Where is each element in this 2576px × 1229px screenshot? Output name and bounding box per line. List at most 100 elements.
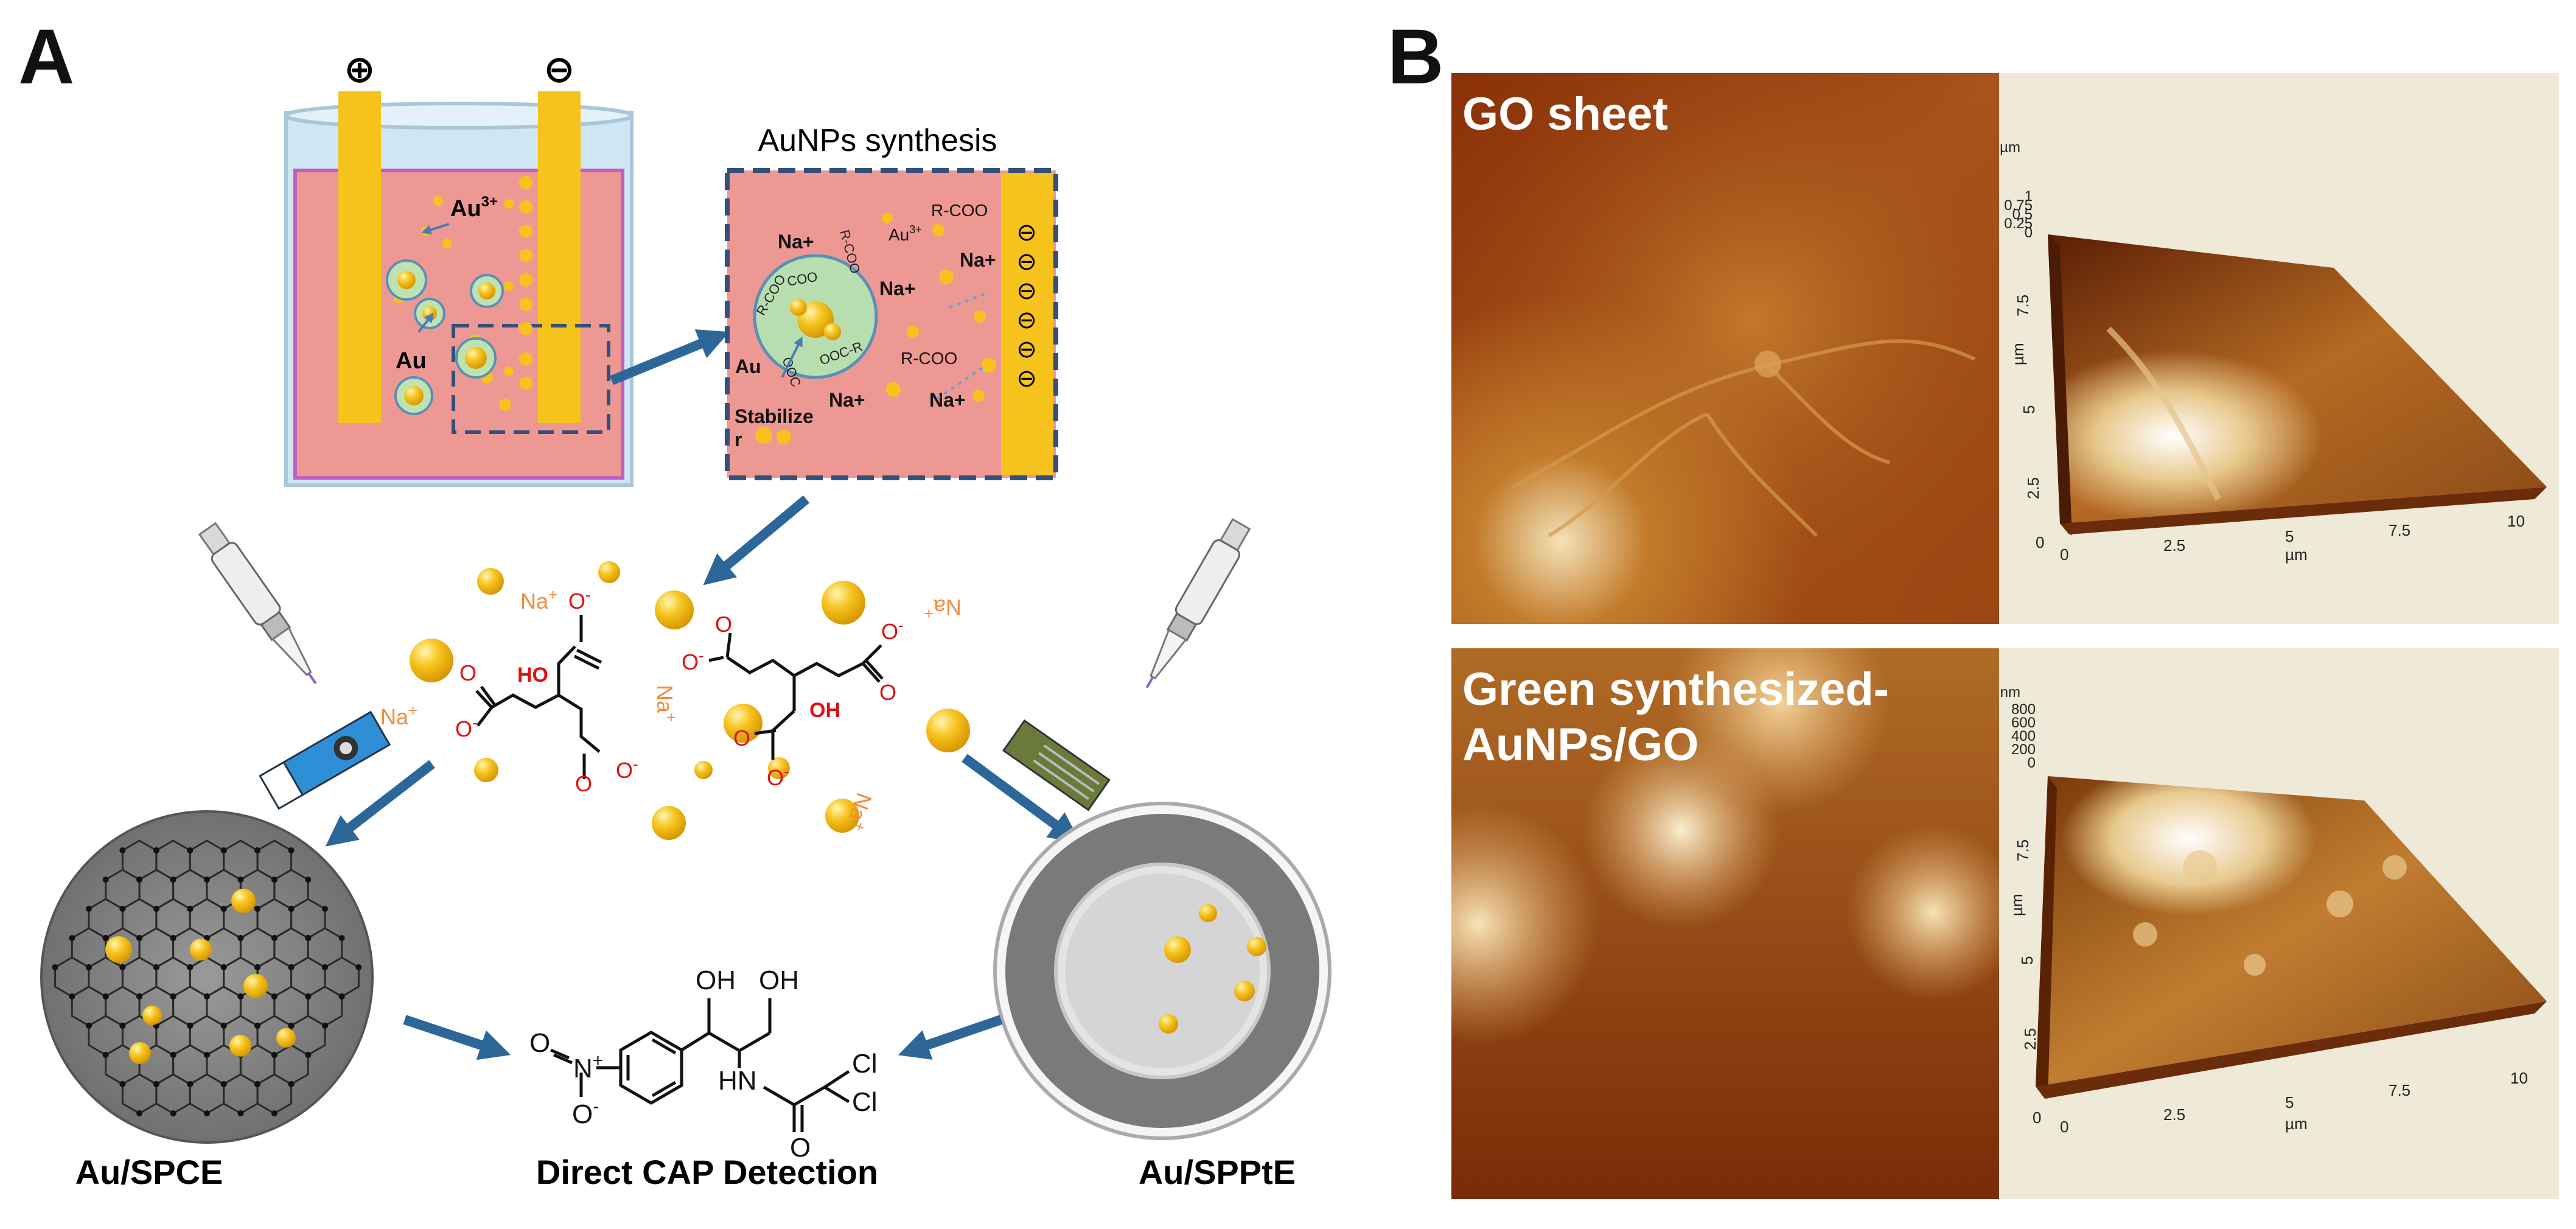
lattice-atom xyxy=(220,1023,227,1029)
svg-text:5: 5 xyxy=(2020,405,2038,414)
panel-a-letter: A xyxy=(18,13,75,100)
svg-text:HN: HN xyxy=(718,1066,757,1096)
lattice-atom xyxy=(305,1052,312,1058)
au-sppte-label: Au/SPPtE xyxy=(1139,1153,1296,1191)
gold-ion-label: Au3+ xyxy=(888,223,922,244)
zoom-arrow xyxy=(609,329,730,385)
svg-text:R-COO: R-COO xyxy=(901,349,957,368)
lattice-atom xyxy=(136,877,143,883)
deposited-particles xyxy=(394,176,532,411)
svg-text:O: O xyxy=(790,1133,811,1163)
lattice-atom xyxy=(153,1081,159,1087)
carboxylate-label: R-COO xyxy=(931,201,988,220)
lattice-atom xyxy=(338,935,345,941)
lattice-atom xyxy=(220,964,227,970)
lattice-atom xyxy=(187,964,194,970)
lattice-atom xyxy=(254,1081,261,1087)
svg-text:OH: OH xyxy=(759,965,799,995)
lattice-atom xyxy=(220,1081,227,1087)
lattice-atom xyxy=(170,1110,176,1116)
electrode-charge-symbol: ⊖ xyxy=(1016,248,1037,275)
svg-text:0: 0 xyxy=(2060,1118,2068,1136)
afm-3d-aunps-go: nm 800 600 400 200 0 7.5 5 2.5 µm 0 0 2.… xyxy=(1999,648,2559,1199)
aunps-synthesis-box: AuNPs synthesis ⊖⊖⊖⊖⊖⊖ COO R-COO OOC OOC… xyxy=(725,123,1058,480)
au-spce-label: Au/SPCE xyxy=(75,1153,223,1191)
svg-text:5: 5 xyxy=(2285,1093,2294,1112)
svg-text:600: 600 xyxy=(2011,715,2036,731)
au-ion-label: Au3+ xyxy=(450,194,498,222)
cap-atom-labels: OH OH HN Cl Cl O N+ O O- xyxy=(529,965,878,1163)
lattice-atom xyxy=(220,847,227,853)
citrate-stabilized-aunps: O- O O- O O- HO O O- O- O O O- O xyxy=(380,561,970,840)
svg-text:O-: O- xyxy=(455,713,478,741)
svg-text:0: 0 xyxy=(2033,1108,2041,1127)
au-core-label: Au xyxy=(735,355,761,377)
lattice-atom xyxy=(288,1023,295,1029)
svg-text:0.5: 0.5 xyxy=(2012,206,2033,223)
svg-text:0: 0 xyxy=(2025,225,2033,241)
svg-text:O-: O- xyxy=(572,1096,599,1129)
svg-text:µm: µm xyxy=(2000,139,2020,156)
svg-text:400: 400 xyxy=(2011,728,2036,744)
svg-text:Na+: Na+ xyxy=(960,249,996,271)
left-pipette xyxy=(198,522,317,684)
lattice-hexagon xyxy=(256,1073,293,1115)
lattice-atom xyxy=(355,964,362,970)
svg-text:O: O xyxy=(733,726,750,751)
lattice-atom xyxy=(136,1110,143,1116)
synthesis-schematic: ⊕ ⊖ Au3+ xyxy=(40,49,1332,1191)
svg-text:µm: µm xyxy=(2285,1115,2308,1133)
lattice-atom xyxy=(119,906,126,912)
electrode-surface xyxy=(1001,173,1053,475)
svg-text:O-: O- xyxy=(616,755,638,783)
svg-text:O: O xyxy=(459,660,476,685)
lattice-atom xyxy=(69,935,75,941)
svg-text:2.5: 2.5 xyxy=(2024,477,2042,499)
lattice-atom xyxy=(204,877,210,883)
svg-text:2.5: 2.5 xyxy=(2163,1105,2185,1124)
lattice-atom xyxy=(187,906,194,912)
au-particle-label: Au xyxy=(396,348,427,374)
svg-text:7.5: 7.5 xyxy=(2014,295,2032,317)
svg-text:nm: nm xyxy=(2000,684,2020,701)
svg-text:7.5: 7.5 xyxy=(2014,839,2032,861)
svg-text:800: 800 xyxy=(2011,701,2036,718)
lattice-atom xyxy=(271,993,277,1000)
svg-text:O: O xyxy=(529,1028,550,1058)
svg-text:2.5: 2.5 xyxy=(2163,536,2185,555)
lattice-atom xyxy=(237,1110,244,1116)
cap-molecule xyxy=(550,998,850,1132)
lattice-atom xyxy=(204,1110,210,1116)
cathode-symbol: ⊖ xyxy=(543,49,575,91)
lattice-atom xyxy=(136,993,143,1000)
lattice-atom xyxy=(187,847,194,853)
sodium-label: Na+ xyxy=(778,231,814,253)
svg-text:0: 0 xyxy=(2036,533,2044,551)
spce-sensor-strip xyxy=(259,710,391,810)
lattice-atom xyxy=(220,906,227,912)
au-spce-electrode xyxy=(40,810,374,1144)
electrode-charges: ⊖⊖⊖⊖⊖⊖ xyxy=(1016,219,1037,392)
svg-text:5: 5 xyxy=(2285,527,2294,545)
lattice-atom xyxy=(86,964,92,970)
panel-b-letter: B xyxy=(1387,13,1444,100)
svg-text:O: O xyxy=(575,771,592,796)
lattice-atom xyxy=(153,847,159,853)
svg-text:2.5: 2.5 xyxy=(2021,1028,2039,1050)
lattice-atom xyxy=(102,993,109,1000)
go-sheet-label: GO sheet xyxy=(1462,88,1668,140)
lattice-atom xyxy=(102,1052,109,1058)
lattice-atom xyxy=(153,906,159,912)
afm-3d-go-sheet: µm 1 0.75 0.5 0.25 0 7.5 5 2.5 µm 0 0 2.… xyxy=(1999,73,2559,624)
lattice-atom xyxy=(102,935,109,941)
lattice-atom xyxy=(119,964,126,970)
lattice-atom xyxy=(119,847,126,853)
cathode-electrode xyxy=(538,91,581,423)
svg-text:0.25: 0.25 xyxy=(2004,215,2033,232)
svg-text:µm: µm xyxy=(2008,894,2026,916)
lattice-atom xyxy=(170,877,176,883)
arrow-spce-to-cap xyxy=(403,1015,511,1060)
svg-text:O: O xyxy=(879,680,896,705)
lattice-atom xyxy=(204,935,210,941)
